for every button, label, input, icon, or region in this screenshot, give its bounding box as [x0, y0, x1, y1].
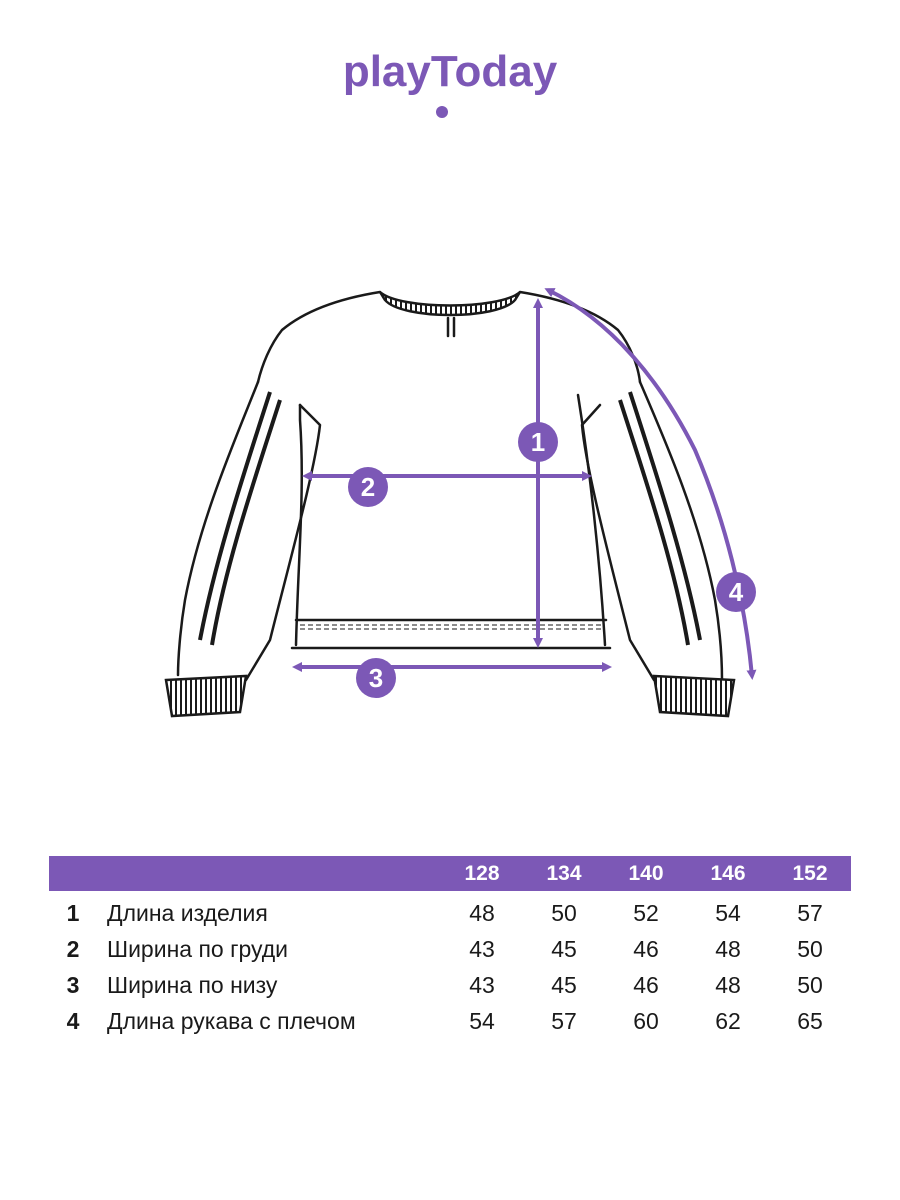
- marker-2-label: 2: [361, 472, 375, 502]
- size-header: 134: [546, 861, 582, 885]
- row-value: 65: [797, 1007, 823, 1034]
- row-value: 48: [715, 935, 741, 962]
- arrow-sleeve: [544, 288, 757, 680]
- size-header: 146: [710, 861, 746, 885]
- size-header: 152: [792, 861, 828, 885]
- row-value: 45: [551, 935, 577, 962]
- marker-1: 1: [518, 422, 558, 462]
- table-row: 1 Длина изделия 48 50 52 54 57: [49, 891, 851, 931]
- marker-4: 4: [716, 572, 756, 612]
- hem-stitching: [300, 624, 604, 630]
- row-value: 54: [715, 899, 741, 926]
- garment-outline: [176, 290, 724, 682]
- row-value: 43: [469, 935, 495, 962]
- row-value: 46: [633, 935, 659, 962]
- row-value: 45: [551, 971, 577, 998]
- row-value: 43: [469, 971, 495, 998]
- size-header-row: 128 134 140 146 152: [49, 856, 851, 891]
- row-label: Ширина по груди: [107, 935, 289, 962]
- row-value: 48: [715, 971, 741, 998]
- row-value: 48: [469, 899, 495, 926]
- sleeve-stripes: [198, 391, 702, 646]
- row-value: 50: [551, 899, 577, 926]
- size-table: 128 134 140 146 152 1 Длина изделия 48 5…: [49, 856, 851, 1039]
- row-value: 57: [797, 899, 823, 926]
- row-number: 1: [66, 899, 80, 926]
- brand-logo: playToday: [0, 40, 900, 130]
- marker-3: 3: [356, 658, 396, 698]
- row-label: Длина изделия: [107, 899, 268, 926]
- row-value: 57: [551, 1007, 577, 1034]
- row-number: 2: [66, 935, 80, 962]
- row-value: 46: [633, 971, 659, 998]
- row-number: 4: [66, 1007, 80, 1034]
- row-value: 52: [633, 899, 659, 926]
- brand-logo-text: playToday: [343, 47, 558, 96]
- marker-4-label: 4: [729, 577, 744, 607]
- header-blank: [49, 856, 107, 891]
- size-header: 128: [464, 861, 500, 885]
- row-value: 50: [797, 971, 823, 998]
- marker-2: 2: [348, 467, 388, 507]
- sweatshirt-sketch: 1 2 3 4: [164, 288, 757, 718]
- row-value: 50: [797, 935, 823, 962]
- row-value: 54: [469, 1007, 495, 1034]
- logo-dot-icon: [436, 106, 448, 118]
- row-label: Длина рукава с плечом: [107, 1007, 356, 1034]
- header-blank: [107, 856, 441, 891]
- size-header: 140: [628, 861, 664, 885]
- table-row: 3 Ширина по низу 43 45 46 48 50: [49, 967, 851, 1003]
- marker-3-label: 3: [369, 663, 383, 693]
- cuffs: [164, 674, 736, 718]
- row-number: 3: [66, 971, 80, 998]
- table-row: 4 Длина рукава с плечом 54 57 60 62 65: [49, 1003, 851, 1039]
- sweatshirt-diagram: 1 2 3 4: [0, 260, 900, 730]
- collar: [378, 291, 522, 317]
- brand-logo-graphic: playToday: [343, 47, 558, 118]
- row-value: 60: [633, 1007, 659, 1034]
- row-value: 62: [715, 1007, 741, 1034]
- table-row: 2 Ширина по груди 43 45 46 48 50: [49, 931, 851, 967]
- marker-1-label: 1: [531, 427, 545, 457]
- row-label: Ширина по низу: [107, 971, 278, 998]
